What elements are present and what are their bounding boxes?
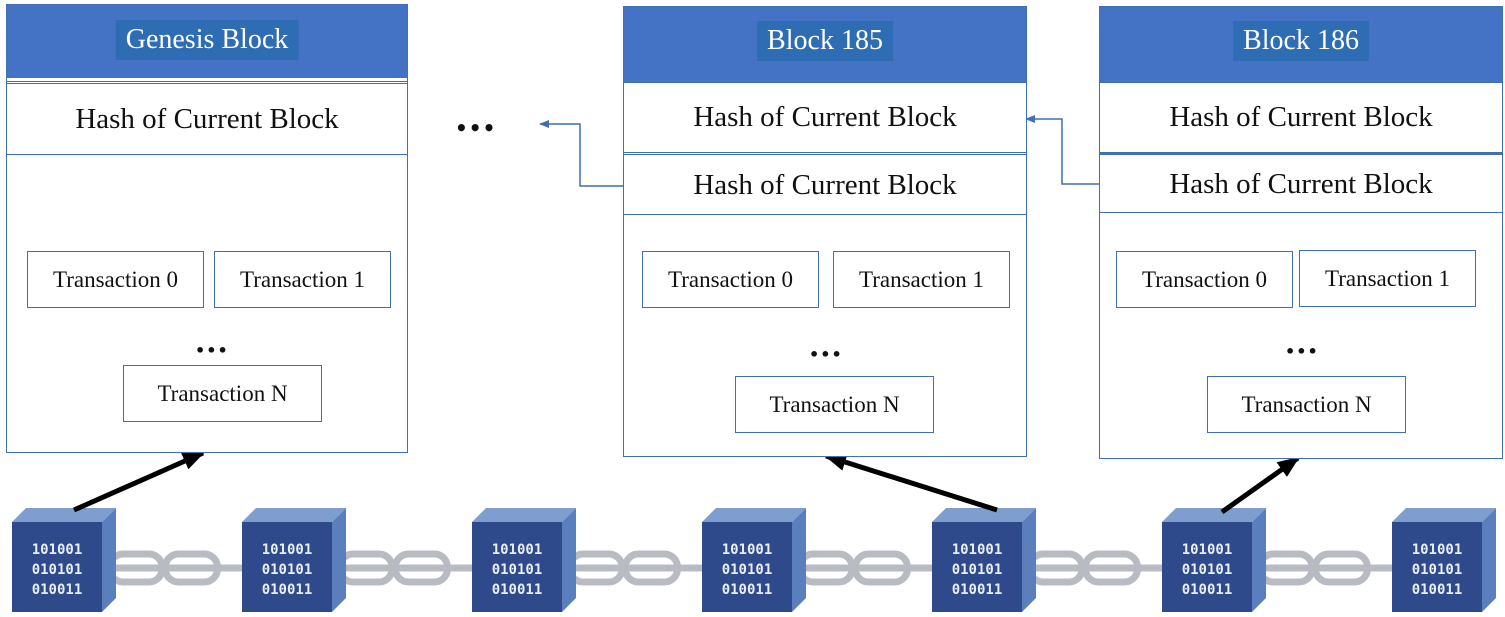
transaction-ellipsis: ••• xyxy=(1285,342,1319,361)
hash-previous: Hash of Current Block xyxy=(624,157,1026,215)
transaction-0: Transaction 0 xyxy=(27,251,204,308)
arrow-cube-to-block-186 xyxy=(1220,455,1300,515)
binary-cube: 101001 010101 010011 xyxy=(242,508,346,612)
cube-binary-line: 010011 xyxy=(262,582,313,598)
binary-cube: 101001 010101 010011 xyxy=(702,508,806,612)
binary-cube: 101001 010101 010011 xyxy=(932,508,1036,612)
cube-binary-line: 010101 xyxy=(262,562,313,578)
transaction-n: Transaction N xyxy=(123,365,322,422)
chain-gap-ellipsis: ••• xyxy=(455,116,497,140)
cube-binary-line: 010101 xyxy=(1412,562,1463,578)
transaction-ellipsis: ••• xyxy=(809,345,843,364)
cube-side-face xyxy=(102,508,116,612)
cube-top-face xyxy=(932,508,1036,522)
cube-binary-line: 101001 xyxy=(262,542,313,558)
transaction-1: Transaction 1 xyxy=(1299,250,1476,307)
cube-top-face xyxy=(472,508,576,522)
cube-binary-line: 101001 xyxy=(32,542,83,558)
cube-binary-line: 010011 xyxy=(32,582,83,598)
cube-side-face xyxy=(1252,508,1266,612)
cube-front-face xyxy=(702,522,792,612)
link-arrow-186-to-185 xyxy=(1025,115,1099,185)
cube-binary-line: 010101 xyxy=(722,562,773,578)
cube-top-face xyxy=(702,508,806,522)
transaction-1: Transaction 1 xyxy=(833,251,1010,308)
cube-binary-line: 010011 xyxy=(952,582,1003,598)
block-186: Block 186 Hash of Current Block Hash of … xyxy=(1099,6,1503,459)
transaction-0: Transaction 0 xyxy=(642,251,819,308)
cube-front-face xyxy=(472,522,562,612)
cube-top-face xyxy=(12,508,116,522)
cube-side-face xyxy=(1482,508,1496,612)
transaction-n: Transaction N xyxy=(1207,376,1406,433)
block-185: Block 185 Hash of Current Block Hash of … xyxy=(623,6,1027,457)
cube-binary-line: 101001 xyxy=(492,542,543,558)
genesis-block: Genesis Block Hash of Current Block Tran… xyxy=(6,4,408,453)
cube-side-face xyxy=(1022,508,1036,612)
cube-front-face xyxy=(1392,522,1482,612)
block-header: Block 186 xyxy=(1100,7,1502,82)
cube-front-face xyxy=(242,522,332,612)
cube-binary-line: 101001 xyxy=(1182,542,1233,558)
cube-binary-line: 010011 xyxy=(492,582,543,598)
transaction-1: Transaction 1 xyxy=(214,251,391,308)
transaction-ellipsis: ••• xyxy=(195,341,229,360)
cube-binary-line: 010011 xyxy=(722,582,773,598)
chain-links xyxy=(102,550,1392,586)
block-title: Block 185 xyxy=(757,21,893,61)
binary-cube: 101001 010101 010011 xyxy=(1162,508,1266,612)
blockchain-cubes: 1010010101010100111010010101010100111010… xyxy=(12,508,1496,612)
transaction-n: Transaction N xyxy=(735,376,934,433)
cube-binary-line: 101001 xyxy=(722,542,773,558)
hash-current: Hash of Current Block xyxy=(624,82,1026,155)
cube-top-face xyxy=(242,508,346,522)
cube-front-face xyxy=(932,522,1022,612)
cube-side-face xyxy=(562,508,576,612)
binary-cube: 101001 010101 010011 xyxy=(12,508,116,612)
cube-top-face xyxy=(1392,508,1496,522)
cube-side-face xyxy=(792,508,806,612)
block-title: Genesis Block xyxy=(115,20,299,60)
binary-cube: 101001 010101 010011 xyxy=(472,508,576,612)
cube-side-face xyxy=(332,508,346,612)
hash-current: Hash of Current Block xyxy=(1100,82,1502,155)
cube-binary-line: 010101 xyxy=(32,562,83,578)
binary-cube: 101001 010101 010011 xyxy=(1392,508,1496,612)
cube-front-face xyxy=(1162,522,1252,612)
cube-binary-line: 010101 xyxy=(952,562,1003,578)
block-title: Block 186 xyxy=(1233,21,1369,61)
transaction-0: Transaction 0 xyxy=(1116,251,1293,308)
arrow-cube-to-block-185 xyxy=(824,453,998,513)
cube-binary-line: 010101 xyxy=(1182,562,1233,578)
block-header: Block 185 xyxy=(624,7,1026,82)
block-header: Genesis Block xyxy=(7,5,407,78)
cube-binary-line: 101001 xyxy=(1412,542,1463,558)
link-arrow-185-to-prev xyxy=(539,120,623,187)
arrow-cube-to-genesis xyxy=(72,450,205,513)
cube-binary-line: 010011 xyxy=(1412,582,1463,598)
hash-current: Hash of Current Block xyxy=(7,81,407,155)
cube-top-face xyxy=(1162,508,1266,522)
hash-previous: Hash of Current Block xyxy=(1100,157,1502,213)
cube-front-face xyxy=(12,522,102,612)
cube-binary-line: 010011 xyxy=(1182,582,1233,598)
cube-binary-line: 010101 xyxy=(492,562,543,578)
cube-binary-line: 101001 xyxy=(952,542,1003,558)
